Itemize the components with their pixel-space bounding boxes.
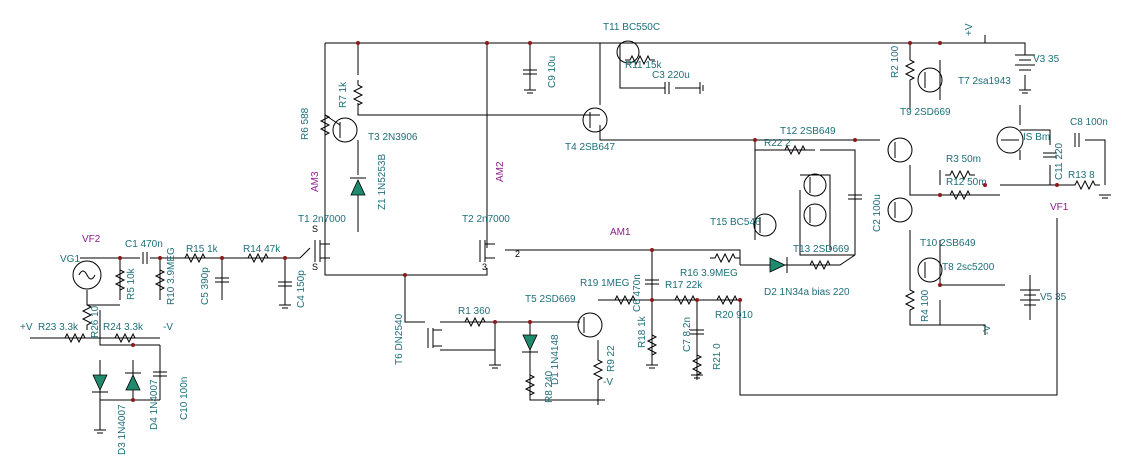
- label-d3: D3 1N4007: [117, 404, 128, 455]
- label-r5: R5 10k: [126, 267, 137, 300]
- label-z1: Z1 1N5253B: [377, 154, 388, 210]
- label-r21: R21 0: [712, 343, 723, 370]
- junction-dots: [118, 41, 1059, 402]
- label-r26: R26 10: [90, 305, 101, 338]
- label-d2: D2 1N34a bias 220: [764, 287, 850, 298]
- label-vplus-top: +V: [964, 23, 975, 36]
- label-c4: C4 150p: [296, 270, 307, 308]
- label-t2: T2 2n7000: [462, 214, 510, 225]
- label-vf2: VF2: [82, 234, 101, 245]
- label-r10: R10 3.9MEG: [166, 247, 177, 305]
- label-c1: C1 470n: [125, 239, 163, 250]
- label-vf1: VF1: [1050, 202, 1069, 213]
- label-t4: T4 2SB647: [565, 142, 615, 153]
- label-r3: R3 50m: [946, 154, 981, 165]
- label-r8: R8 240: [544, 370, 555, 403]
- label-t15: T15 BC546: [710, 217, 761, 228]
- label-r7: R7 1k: [338, 81, 349, 108]
- label-r1: R1 360: [458, 306, 491, 317]
- label-r13: R13 8: [1068, 170, 1095, 181]
- label-am1: AM1: [610, 227, 631, 238]
- label-v3: V3 35: [1033, 54, 1060, 65]
- label-c9: C9 10u: [547, 56, 558, 88]
- label-r18: R18 1k: [637, 315, 648, 348]
- label-c6: C6 470n: [632, 274, 643, 312]
- wires: [30, 35, 1106, 430]
- label-r11: R11 15k: [625, 60, 663, 71]
- pin-label-3: 3: [482, 262, 487, 272]
- label-t7: T7 2sa1943: [958, 76, 1011, 87]
- label-vplus-left: +V: [20, 322, 33, 333]
- label-r19: R19 1MEG: [580, 278, 630, 289]
- label-is-meter: IS Bm: [1023, 132, 1050, 143]
- pin-label-s2: S: [312, 262, 318, 272]
- label-c7: C7 8.2n: [682, 317, 693, 352]
- label-r6: R6 588: [300, 107, 311, 140]
- label-t11: T11 BC550C: [603, 22, 660, 33]
- label-t5: T5 2SD669: [525, 294, 576, 305]
- label-d1: D1 1N4148: [550, 334, 561, 385]
- label-t6: T6 DN2540: [394, 313, 405, 365]
- label-r4: R4 100: [920, 289, 931, 322]
- label-vminus-r9: -V: [603, 377, 613, 388]
- label-t1: T1 2n7000: [298, 214, 346, 225]
- pin-label-2: 2: [515, 249, 520, 259]
- label-r12: R12 50m: [946, 177, 987, 188]
- label-r14: R14 47k: [243, 244, 281, 255]
- label-am3: AM3: [310, 171, 321, 192]
- label-t3: T3 2N3906: [368, 132, 418, 143]
- label-t12: T12 2SB649: [780, 126, 836, 137]
- pin-label-s1: S: [312, 224, 318, 234]
- components: [59, 40, 1111, 434]
- label-r24: R24 3.3k: [103, 322, 144, 333]
- label-d4: D4 1N4007: [149, 379, 160, 430]
- label-r9: R9 22: [606, 345, 617, 372]
- label-vg1: VG1: [60, 254, 80, 265]
- label-r17: R17 22k: [665, 280, 703, 291]
- label-r20: R20 910: [715, 310, 753, 321]
- label-r16: R16 3.9MEG: [680, 268, 738, 279]
- label-c5: C5 390p: [200, 267, 211, 305]
- label-r23: R23 3.3k: [38, 322, 79, 333]
- label-r2: R2 100: [890, 45, 901, 78]
- label-t13: T13 2SD669: [793, 244, 850, 255]
- label-c8: C8 100n: [1070, 117, 1108, 128]
- label-t9: T9 2SD669: [900, 107, 951, 118]
- label-vminus-bottom: -V: [982, 325, 993, 335]
- label-r22: R22 2: [764, 138, 791, 149]
- label-vminus-r10: -V: [163, 322, 173, 333]
- component-labels: T11 BC550C R11 15k C3 220u C9 10u T4 2SB…: [20, 22, 1108, 455]
- label-r15: R15 1k: [186, 244, 219, 255]
- label-c10: C10 100n: [179, 377, 190, 420]
- label-v5: V5 35: [1040, 292, 1067, 303]
- label-c11: C11 220: [1054, 142, 1065, 180]
- label-c2: C2 100u: [872, 194, 883, 232]
- label-am2: AM2: [495, 161, 506, 182]
- label-t10: T10 2SB649: [920, 238, 976, 249]
- label-t8: T8 2sc5200: [942, 262, 995, 273]
- label-c3: C3 220u: [652, 70, 690, 81]
